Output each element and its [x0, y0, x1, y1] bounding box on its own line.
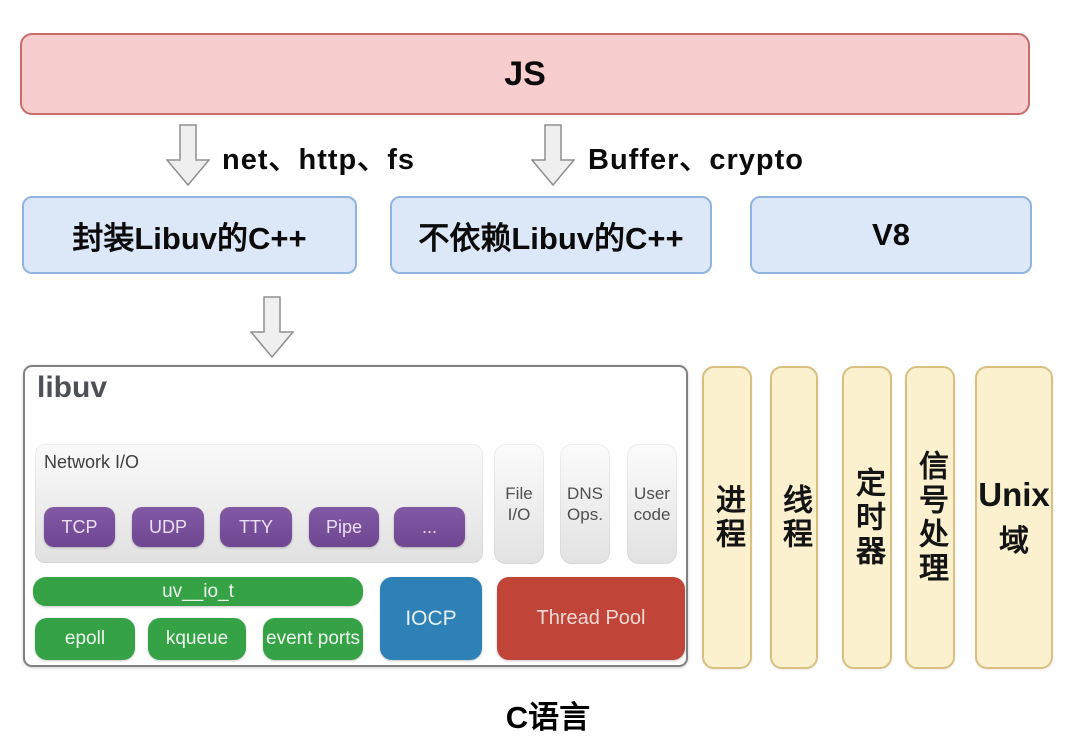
iocp-box: IOCP — [380, 577, 482, 660]
epoll-box: epoll — [35, 618, 135, 660]
network-io-label: Network I/O — [44, 452, 140, 472]
thread-pool-box: Thread Pool — [497, 577, 685, 660]
kqueue-box: kqueue — [148, 618, 246, 660]
tcp-box: TCP — [44, 507, 115, 547]
signal-handling-label: 信号处理 — [914, 449, 947, 586]
edge-label-net-http-fs: net、http、fs — [222, 144, 416, 176]
thread-label: 线程 — [778, 483, 811, 552]
dns-ops-line1: DNS — [567, 483, 603, 503]
uv-io-t-bar: uv__io_t — [33, 577, 363, 606]
edge-label-buffer-crypto: Buffer、crypto — [588, 144, 805, 176]
user-code-line2: code — [633, 505, 671, 524]
unix-label: Unix — [978, 475, 1050, 513]
cpp-wrap-libuv-box: 封装Libuv的C++ — [22, 196, 357, 274]
dns-ops-box: DNS Ops. — [560, 444, 610, 564]
libuv-title: libuv — [37, 371, 108, 404]
event-ports-box: event ports — [263, 618, 363, 660]
thread-column: 线程 — [770, 366, 818, 669]
down-arrow-icon — [166, 124, 210, 186]
dns-ops-line2: Ops. — [567, 505, 603, 524]
dns-ops-label: DNS Ops. — [567, 483, 603, 526]
v8-box: V8 — [750, 196, 1032, 274]
c-language-label: C语言 — [505, 700, 591, 735]
user-code-box: User code — [627, 444, 677, 564]
file-io-line1: File — [505, 483, 533, 503]
file-io-box: File I/O — [494, 444, 544, 564]
file-io-label: File I/O — [505, 483, 532, 526]
down-arrow-icon — [531, 124, 575, 186]
udp-box: UDP — [132, 507, 204, 547]
user-code-line1: User — [634, 483, 670, 503]
more-box: ... — [394, 507, 465, 547]
user-code-label: User code — [634, 483, 671, 526]
process-column: 进程 — [702, 366, 752, 669]
libuv-container: libuv Network I/O TCP UDP TTY Pipe ... F… — [23, 365, 688, 667]
tty-box: TTY — [220, 507, 292, 547]
signal-handling-column: 信号处理 — [905, 366, 955, 669]
pipe-box: Pipe — [309, 507, 379, 547]
js-layer-box: JS — [20, 33, 1030, 115]
timer-label: 定时器 — [851, 466, 884, 569]
down-arrow-icon — [250, 296, 294, 358]
timer-column: 定时器 — [842, 366, 892, 669]
file-io-line2: I/O — [507, 505, 531, 524]
cpp-no-libuv-box: 不依赖Libuv的C++ — [390, 196, 712, 274]
unix-domain-column: Unix 域 — [975, 366, 1053, 669]
process-label: 进程 — [711, 483, 744, 552]
unix-domain-char: 域 — [999, 524, 1029, 558]
